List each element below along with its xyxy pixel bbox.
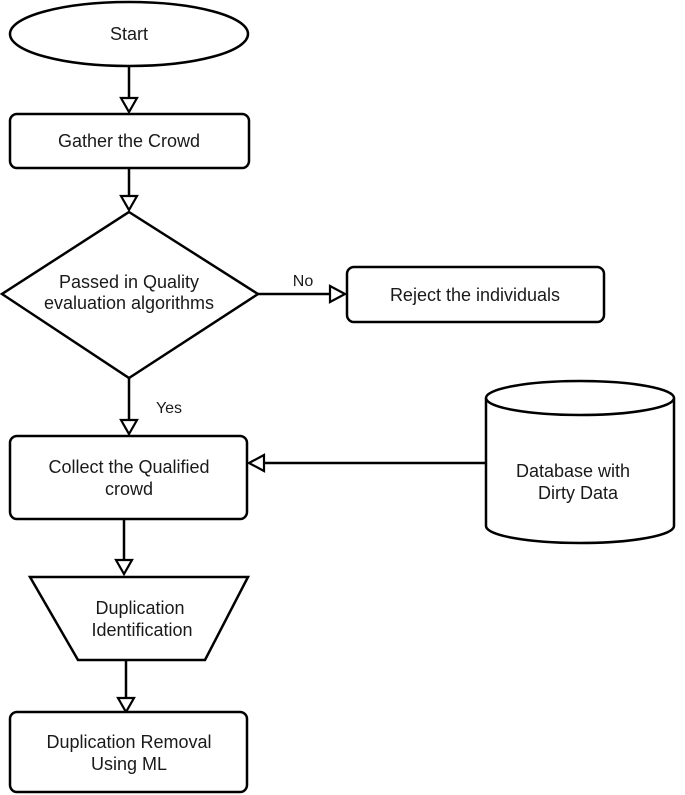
decision-label-line1: Passed in Quality [59,272,199,292]
dup-ident-label-line1: Duplication [95,598,184,618]
edge-dup-ident-to-dup-removal [116,660,136,715]
gather-crowd-node: Gather the Crowd [8,112,251,170]
no-edge-label: No [293,273,314,290]
database-node: Database with Dirty Data [484,379,676,545]
dup-removal-label-line2: Using ML [91,754,167,774]
gather-crowd-label: Gather the Crowd [58,131,200,151]
duplication-removal-node: Duplication Removal Using ML [8,710,249,794]
decision-label-line2: evaluation algorithms [44,293,214,313]
database-label-line2: Dirty Data [538,483,619,503]
database-label-line1: Database with [516,461,630,481]
edge-gather-to-decision [119,168,139,213]
duplication-identification-node: Duplication Identification [27,575,251,662]
start-label: Start [110,24,148,44]
collect-qualified-label-line1: Collect the Qualified [48,457,209,477]
edge-decision-to-reject: No [258,273,348,304]
dup-removal-label-line1: Duplication Removal [46,732,211,752]
collect-qualified-label-line2: crowd [105,479,153,499]
edge-decision-to-collect: Yes [119,378,182,437]
reject-individuals-node: Reject the individuals [345,265,606,324]
yes-edge-label: Yes [156,400,182,417]
collect-qualified-node: Collect the Qualified crowd [8,434,249,521]
edge-database-to-collect [246,453,486,473]
reject-individuals-label: Reject the individuals [390,285,560,305]
edge-start-to-gather [119,66,139,115]
quality-decision-node: Passed in Quality evaluation algorithms [0,210,261,380]
start-node: Start [8,0,250,68]
edge-collect-to-dup-ident [114,519,134,577]
dup-ident-label-line2: Identification [91,620,192,640]
